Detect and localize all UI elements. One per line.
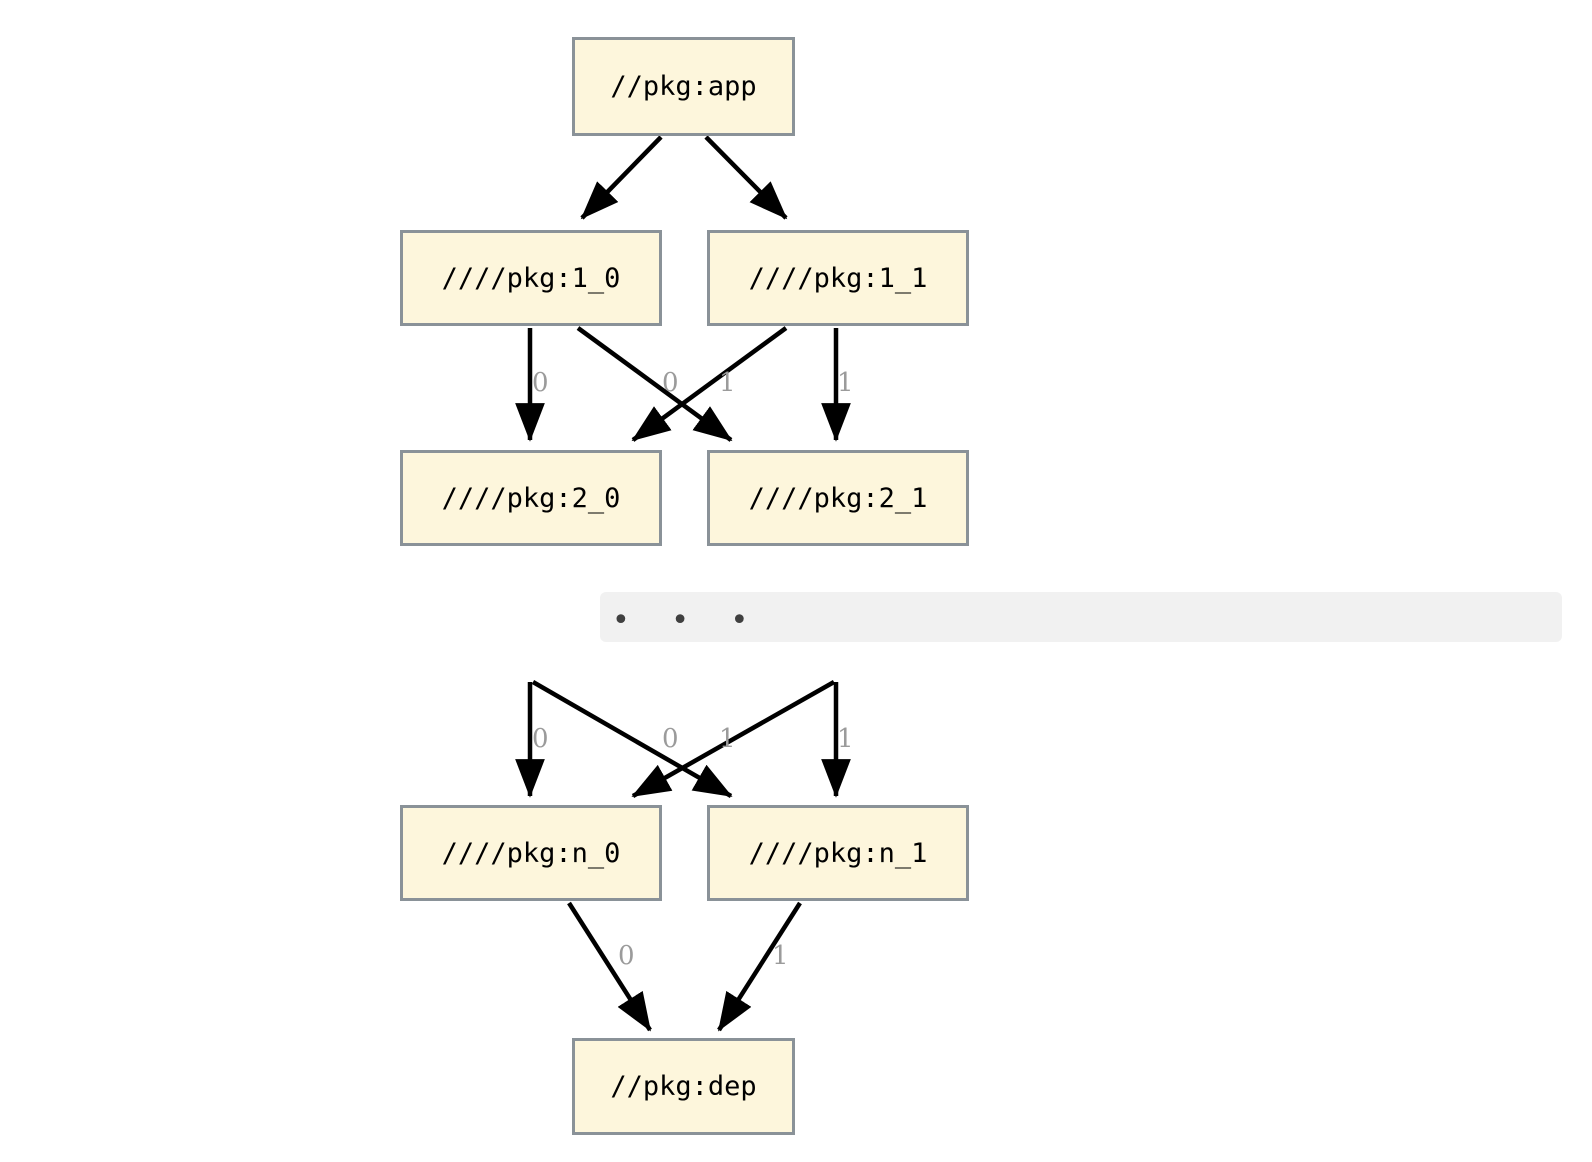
node-pkg-1_0[interactable]: ////pkg:1_0 [400,230,662,326]
node-pkg-1_1[interactable]: ////pkg:1_1 [707,230,969,326]
edge-n_0-to-dep [567,901,652,1032]
edge-above-to-n_1-cross [531,680,733,798]
edge-label-n_1-dep: 1 [772,941,789,971]
edge-label-n_0-dep: 0 [618,941,635,971]
node-pkg-n_1[interactable]: ////pkg:n_1 [707,805,969,901]
node-label: ////pkg:2_1 [748,482,928,514]
edge-label-above-n_1: 1 [837,724,854,754]
edge-1_1-to-2_0 [631,326,788,442]
node-dep[interactable]: //pkg:dep [572,1038,795,1135]
edge-label-above-n_1-cross: 0 [662,724,679,754]
edge-label-1_0-2_1: 0 [662,368,679,398]
edge-n_1-to-dep [717,901,802,1032]
node-label: //pkg:app [610,71,757,102]
node-app[interactable]: //pkg:app [572,37,795,136]
node-label: //pkg:dep [610,1071,757,1102]
node-label: ////pkg:1_0 [441,262,621,294]
edge-label-1_1-2_0: 1 [719,368,736,398]
edge-1_0-to-2_1 [576,326,733,442]
node-pkg-2_1[interactable]: ////pkg:2_1 [707,450,969,546]
edge-label-1_1-2_1: 1 [837,368,854,398]
edge-label-above-n_0: 0 [532,724,549,754]
edge-label-1_0-2_0: 0 [532,368,549,398]
node-label: ////pkg:2_0 [441,482,621,514]
node-label: ////pkg:n_0 [441,837,621,869]
edge-above-to-n_0-cross [631,680,836,798]
truncation-band: • • • [600,592,1562,642]
node-pkg-2_0[interactable]: ////pkg:2_0 [400,450,662,546]
edge-app-to-1_1 [704,135,788,220]
edge-label-above-n_0-cross: 1 [719,724,736,754]
node-pkg-n_0[interactable]: ////pkg:n_0 [400,805,662,901]
ellipsis-icon: • • • [612,603,765,638]
node-label: ////pkg:n_1 [748,837,928,869]
node-label: ////pkg:1_1 [748,262,928,294]
edge-app-to-1_0 [580,135,663,220]
